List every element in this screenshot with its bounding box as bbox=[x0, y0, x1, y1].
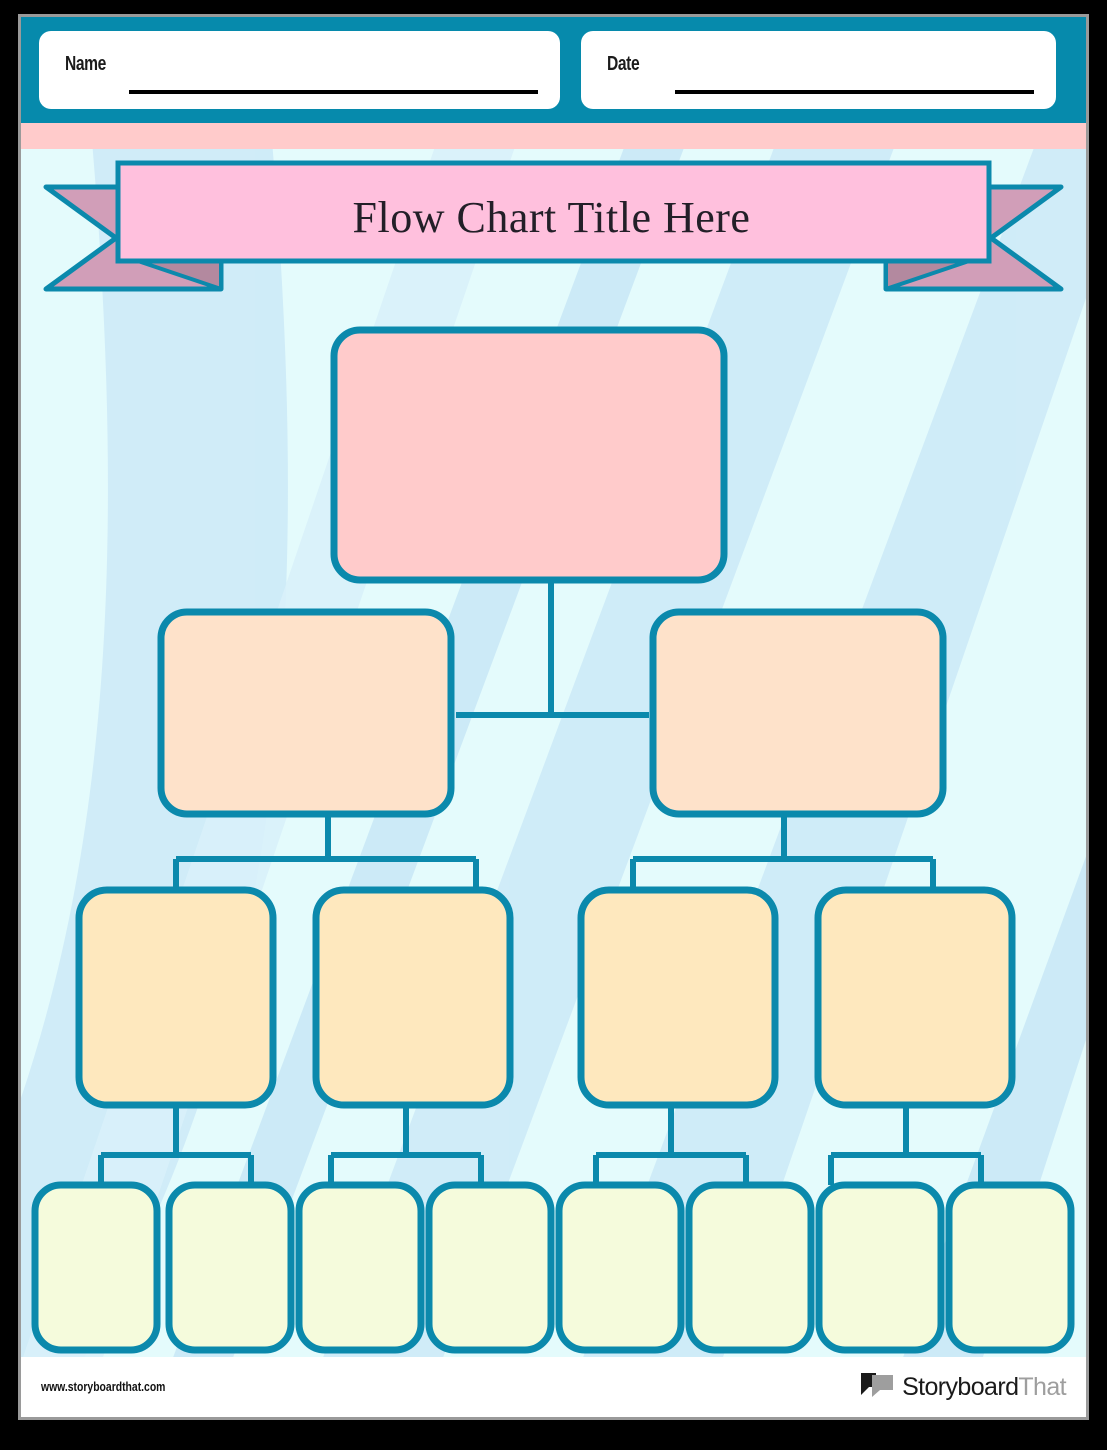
flow-node-level3-3 bbox=[577, 886, 779, 1109]
pink-accent-stripe bbox=[21, 123, 1086, 149]
footer-website-url[interactable]: www.storyboardthat.com bbox=[41, 1379, 166, 1394]
logo-wordmark: StoryboardThat bbox=[902, 1373, 1067, 1402]
name-write-line[interactable] bbox=[129, 90, 538, 94]
name-label: Name bbox=[65, 53, 106, 75]
flow-node-level4-4 bbox=[425, 1181, 555, 1354]
flow-node-level4-8 bbox=[945, 1181, 1075, 1354]
date-field-card[interactable]: Date bbox=[581, 31, 1056, 109]
flow-node-level4-7 bbox=[815, 1181, 945, 1354]
storyboardthat-logo[interactable]: StoryboardThat bbox=[860, 1371, 1067, 1404]
footer-bar: www.storyboardthat.com StoryboardThat bbox=[21, 1357, 1086, 1417]
flow-node-level4-2 bbox=[165, 1181, 295, 1354]
flow-node-level4-6 bbox=[685, 1181, 815, 1354]
header-band: Name Date bbox=[21, 17, 1086, 123]
flow-node-level4-5 bbox=[555, 1181, 685, 1354]
date-label: Date bbox=[607, 53, 640, 75]
flow-node-level4-3 bbox=[295, 1181, 425, 1354]
logo-word-that: That bbox=[1018, 1373, 1066, 1401]
flow-node-level3-4 bbox=[814, 886, 1016, 1109]
worksheet-sheet: Name Date bbox=[18, 14, 1089, 1420]
ribbon-center-band bbox=[115, 160, 992, 264]
flow-node-level1 bbox=[330, 326, 728, 584]
flow-node-level2-right bbox=[649, 608, 947, 818]
flow-node-level3-2 bbox=[312, 886, 514, 1109]
flow-node-level4-1 bbox=[31, 1181, 161, 1354]
date-write-line[interactable] bbox=[675, 90, 1034, 94]
flow-node-level3-1 bbox=[75, 886, 277, 1109]
flow-chart-canvas bbox=[21, 307, 1086, 1367]
logo-word-storyboard: Storyboard bbox=[902, 1373, 1019, 1401]
title-ribbon-banner: Flow Chart Title Here bbox=[21, 149, 1086, 314]
flow-node-level2-left bbox=[157, 608, 455, 818]
connector-lines bbox=[98, 579, 984, 1185]
speech-bubbles-icon bbox=[860, 1371, 894, 1404]
name-field-card[interactable]: Name bbox=[39, 31, 560, 109]
